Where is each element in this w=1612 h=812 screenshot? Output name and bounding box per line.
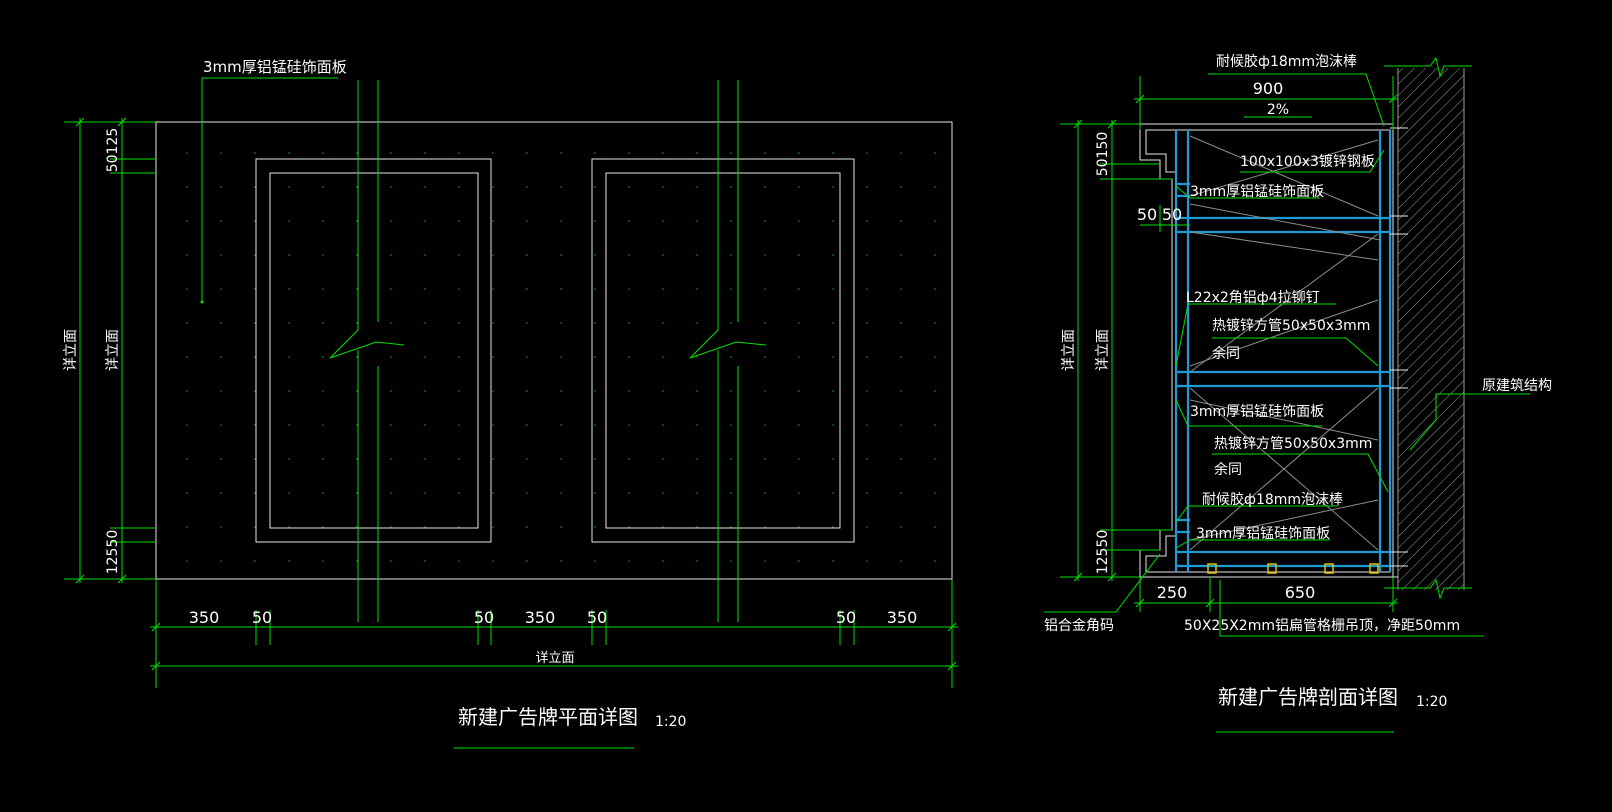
- section-anchors: [1390, 127, 1408, 567]
- plan-panel-left-inner: [269, 172, 479, 529]
- section-label-ceiling: 50X25X2mm铝扁管格栅吊顶，净距50mm: [1184, 618, 1460, 634]
- section-left-dimensions: [1073, 119, 1190, 582]
- section-bottom-dimensions: [1134, 577, 1398, 612]
- section-dim-side-a: 50: [1137, 205, 1157, 224]
- section-label-sealant-bottom: 耐候胶ф18mm泡沫棒: [1202, 491, 1343, 508]
- section-label-tube-1: 热镀锌方管50x50x3mm: [1212, 317, 1370, 334]
- section-dim-250: 250: [1157, 583, 1188, 602]
- plan-dim-50-b: 50: [474, 608, 494, 627]
- plan-dim-50-a: 50: [252, 608, 272, 627]
- plan-scale: 1:20: [655, 714, 686, 730]
- section-leaders: [1044, 73, 1530, 637]
- section-dim-left-outer: 详立面: [1061, 329, 1077, 371]
- section-slope: 2%: [1267, 102, 1289, 118]
- section-steel-frame: [1174, 130, 1392, 572]
- section-label-tube-2: 热镀锌方管50x50x3mm: [1214, 435, 1372, 452]
- plan-dim-left-inner: 详立面: [105, 329, 121, 371]
- section-dim-side-b: 50: [1162, 205, 1182, 224]
- section-scale: 1:20: [1416, 694, 1447, 710]
- section-label-structure: 原建筑结构: [1482, 378, 1552, 394]
- section-dim-left-top: 50150: [1095, 132, 1111, 177]
- section-label-corner: 铝合金角码: [1044, 618, 1114, 634]
- plan-panel-left-outer: [255, 158, 492, 543]
- plan-board-outline: [155, 121, 953, 580]
- section-dim-900: 900: [1253, 79, 1284, 98]
- section-ceiling-fasteners: [1207, 563, 1379, 574]
- section-dim-650: 650: [1285, 583, 1316, 602]
- section-label-panel-mid: 3mm厚铝锰硅饰面板: [1190, 404, 1324, 420]
- plan-panel-right-outer: [591, 158, 855, 543]
- plan-dim-left-outer: 详立面: [63, 329, 79, 371]
- section-wall: [1398, 68, 1464, 590]
- plan-dim-50-d: 50: [836, 608, 856, 627]
- plan-dim-50-c: 50: [587, 608, 607, 627]
- plan-panel-leader: [201, 77, 338, 302]
- section-label-steel-plate: 100x100x3镀锌钢板: [1240, 153, 1375, 170]
- section-top-dimensions: [1060, 76, 1398, 578]
- plan-dim-350-c: 350: [887, 608, 918, 627]
- section-dim-left-bottom: 12550: [1095, 530, 1111, 575]
- section-wall-break-bottom: [1384, 578, 1472, 600]
- plan-view: 3mm厚铝锰硅饰面板 详立面 详立面 50125 12550: [63, 58, 958, 749]
- plan-left-dimensions: [64, 117, 156, 584]
- plan-panel-label: 3mm厚铝锰硅饰面板: [203, 58, 347, 76]
- plan-dim-left-top: 50125: [105, 128, 121, 173]
- section-label-panel-bottom: 3mm厚铝锰硅饰面板: [1196, 526, 1330, 542]
- plan-dim-350-b: 350: [525, 608, 556, 627]
- plan-panel-right-inner: [605, 172, 841, 529]
- plan-dot-fill: [157, 123, 951, 578]
- section-label-sealant-top: 耐候胶ф18mm泡沫棒: [1216, 53, 1357, 70]
- section-label-same-2: 余同: [1214, 461, 1242, 478]
- section-label-angle: L22x2角铝ф4拉铆钉: [1186, 290, 1320, 306]
- plan-dim-350-a: 350: [189, 608, 220, 627]
- plan-bottom-dimensions: [150, 579, 958, 688]
- section-dim-left-inner: 详立面: [1095, 329, 1111, 371]
- section-braces: [1189, 135, 1381, 551]
- plan-title: 新建广告牌平面详图: [458, 705, 638, 729]
- plan-dim-left-bottom: 12550: [105, 530, 121, 575]
- section-wall-break-top: [1384, 56, 1472, 78]
- section-view: 900 2% 详立面 详立面 50150 12550 50 50: [1044, 53, 1552, 733]
- plan-dim-overall: 详立面: [535, 651, 574, 666]
- section-label-same-1: 余同: [1212, 345, 1240, 362]
- section-label-panel-top: 3mm厚铝锰硅饰面板: [1190, 184, 1324, 200]
- plan-break-line-right: [689, 80, 767, 622]
- plan-break-line-left: [329, 80, 405, 622]
- section-title: 新建广告牌剖面详图: [1218, 685, 1398, 709]
